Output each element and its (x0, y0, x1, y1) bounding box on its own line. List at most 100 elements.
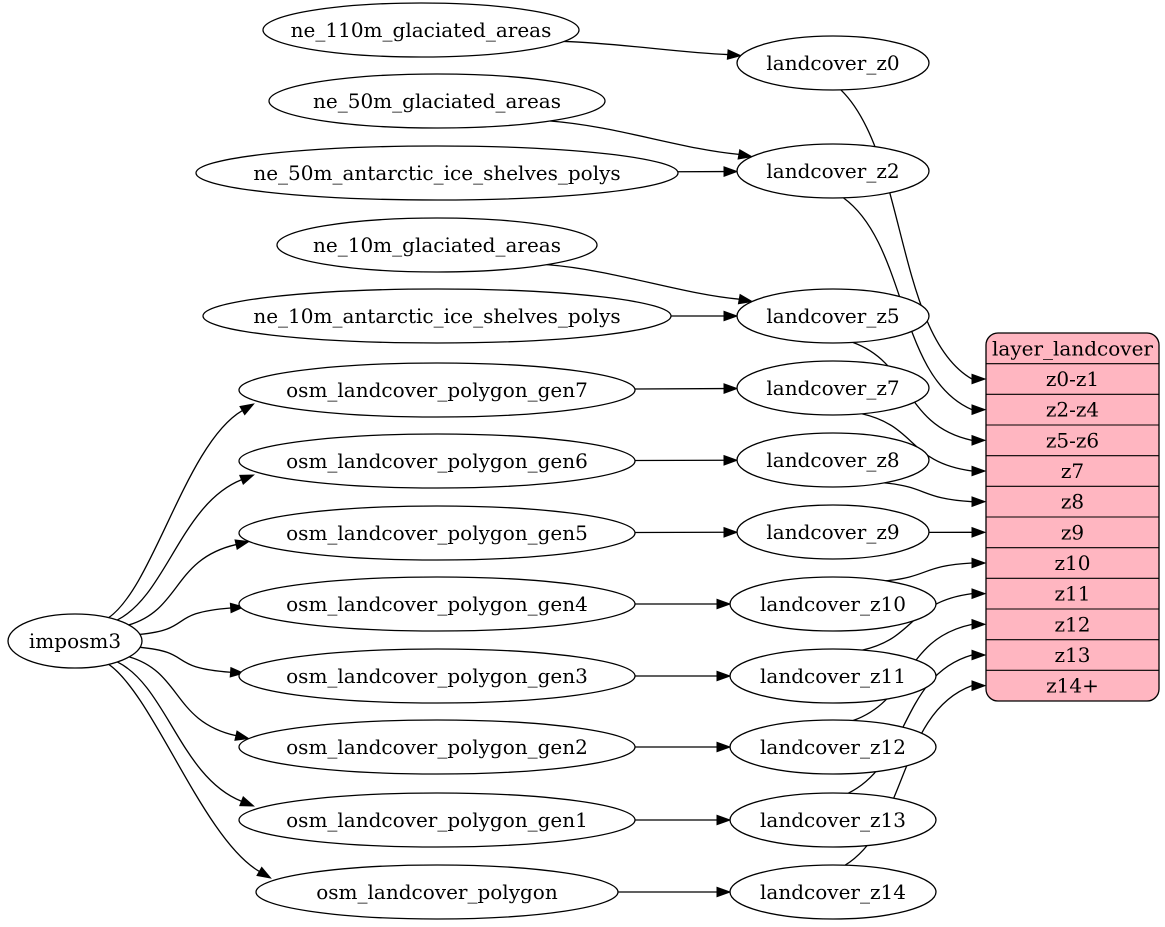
node-osm-landcover-polygon-gen1-label: osm_landcover_polygon_gen1 (286, 808, 588, 832)
edge-landcover-z13--layer-landcover-z13-arrowhead (972, 650, 985, 659)
node-landcover-z14: landcover_z14 (730, 865, 936, 919)
node-osm-landcover-polygon: osm_landcover_polygon (256, 865, 618, 919)
node-osm-landcover-polygon-gen6: osm_landcover_polygon_gen6 (239, 434, 635, 488)
edge-imposm3--osm-landcover-polygon-gen6 (117, 480, 241, 620)
edge-ne-10m-antarctic-ice-shelves-polys--landcover-z5-arrowhead (724, 311, 737, 320)
node-ne-110m-glaciated-areas-label: ne_110m_glaciated_areas (291, 18, 552, 42)
edge-osm-landcover-polygon-gen2--landcover-z12-arrowhead (717, 742, 730, 751)
edge-osm-landcover-polygon-gen6--landcover-z8-arrowhead (724, 456, 737, 465)
node-osm-landcover-polygon-gen5: osm_landcover_polygon_gen5 (239, 506, 635, 560)
node-ne-10m-antarctic-ice-shelves-polys: ne_10m_antarctic_ice_shelves_polys (203, 289, 671, 343)
edge-landcover-z5--layer-landcover-z5-z6-arrowhead (972, 436, 985, 445)
node-osm-landcover-polygon-label: osm_landcover_polygon (316, 880, 558, 904)
node-osm-landcover-polygon-gen6-label: osm_landcover_polygon_gen6 (286, 449, 588, 473)
edge-landcover-z12--layer-landcover-z12-arrowhead (972, 620, 985, 629)
edge-imposm3--osm-landcover-polygon-arrowhead (257, 867, 271, 878)
node-osm-landcover-polygon-gen4: osm_landcover_polygon_gen4 (239, 577, 635, 631)
edge-landcover-z2--layer-landcover-z2-z4-arrowhead (972, 405, 985, 414)
edge-osm-landcover-polygon-gen7--landcover-z7-arrowhead (724, 384, 737, 393)
table-row-label-z12: z12 (1055, 612, 1091, 636)
node-imposm3-label: imposm3 (29, 629, 121, 653)
node-landcover-z2-label: landcover_z2 (766, 159, 899, 183)
edge-landcover-z10--layer-landcover-z10 (886, 563, 972, 581)
edge-imposm3--osm-landcover-polygon-gen7-arrowhead (240, 404, 254, 415)
table-row-label-z7: z7 (1061, 459, 1084, 483)
table-row-label-z8: z8 (1061, 490, 1084, 514)
node-ne-110m-glaciated-areas: ne_110m_glaciated_areas (263, 3, 579, 57)
node-ne-10m-antarctic-ice-shelves-polys-label: ne_10m_antarctic_ice_shelves_polys (253, 304, 620, 328)
node-landcover-z14-label: landcover_z14 (760, 880, 906, 904)
node-ne-50m-glaciated-areas-label: ne_50m_glaciated_areas (313, 89, 561, 113)
node-landcover-z11-label: landcover_z11 (760, 664, 906, 688)
edge-imposm3--osm-landcover-polygon-gen6-arrowhead (240, 475, 254, 484)
node-osm-landcover-polygon-gen3-label: osm_landcover_polygon_gen3 (286, 664, 588, 688)
nodes-layer: imposm3 ne_110m_glaciated_areas ne_50m_gla… (8, 3, 936, 919)
node-landcover-z7-label: landcover_z7 (766, 376, 899, 400)
node-landcover-z0: landcover_z0 (737, 36, 929, 90)
node-landcover-z5: landcover_z5 (737, 289, 929, 343)
node-ne-10m-glaciated-areas: ne_10m_glaciated_areas (277, 218, 597, 272)
node-landcover-z10-label: landcover_z10 (760, 592, 906, 616)
table-row-label-z11: z11 (1055, 582, 1091, 606)
edge-ne-50m-antarctic-ice-shelves-polys--landcover-z2-arrowhead (724, 167, 737, 176)
edge-imposm3--osm-landcover-polygon-gen5-arrowhead (235, 540, 249, 549)
edge-imposm3--osm-landcover-polygon-gen2 (129, 657, 236, 736)
edge-landcover-z7--layer-landcover-z7-arrowhead (972, 466, 985, 475)
edge-imposm3--osm-landcover-polygon (109, 664, 260, 871)
node-osm-landcover-polygon-gen2-label: osm_landcover_polygon_gen2 (286, 735, 588, 759)
node-osm-landcover-polygon-gen2: osm_landcover_polygon_gen2 (239, 720, 635, 774)
node-osm-landcover-polygon-gen1: osm_landcover_polygon_gen1 (239, 793, 635, 847)
node-imposm3: imposm3 (8, 614, 142, 668)
edge-ne-110m-glaciated-areas--landcover-z0 (564, 41, 728, 54)
node-ne-50m-antarctic-ice-shelves-polys: ne_50m_antarctic_ice_shelves_polys (196, 146, 678, 200)
node-landcover-z12: landcover_z12 (730, 720, 936, 774)
table-row-label-z9: z9 (1061, 520, 1084, 544)
node-osm-landcover-polygon-gen7-label: osm_landcover_polygon_gen7 (286, 378, 588, 402)
node-osm-landcover-polygon-gen4-label: osm_landcover_polygon_gen4 (286, 592, 588, 616)
layer-landcover-record: layer_landcover z0-z1 z2-z4 z5-z6 z7 z8 z9 z10 z… (986, 333, 1159, 701)
node-landcover-z5-label: landcover_z5 (766, 304, 899, 328)
table-row-label-z10: z10 (1055, 551, 1091, 575)
node-landcover-z10: landcover_z10 (730, 577, 936, 631)
table-row-label-z14plus: z14+ (1046, 674, 1099, 698)
node-landcover-z0-label: landcover_z0 (766, 51, 899, 75)
node-landcover-z9-label: landcover_z9 (766, 520, 899, 544)
node-landcover-z9: landcover_z9 (737, 505, 929, 559)
node-landcover-z7: landcover_z7 (737, 361, 929, 415)
edge-imposm3--osm-landcover-polygon-gen1-arrowhead (240, 797, 254, 806)
edge-osm-landcover-polygon-gen3--landcover-z11-arrowhead (717, 671, 730, 680)
node-ne-50m-antarctic-ice-shelves-polys-label: ne_50m_antarctic_ice_shelves_polys (253, 161, 620, 185)
node-osm-landcover-polygon-gen3: osm_landcover_polygon_gen3 (239, 649, 635, 703)
edge-ne-50m-glaciated-areas--landcover-z2 (550, 121, 739, 154)
edge-landcover-z8--layer-landcover-z8-arrowhead (972, 497, 985, 506)
node-landcover-z12-label: landcover_z12 (760, 735, 906, 759)
edge-osm-landcover-polygon-gen1--landcover-z13-arrowhead (717, 815, 730, 824)
edge-landcover-z9--layer-landcover-z9-arrowhead (972, 528, 985, 537)
table-row-label-z2-z4: z2-z4 (1046, 398, 1099, 422)
edge-landcover-z10--layer-landcover-z10-arrowhead (972, 558, 985, 567)
node-landcover-z8: landcover_z8 (737, 433, 929, 487)
edge-osm-landcover-polygon--landcover-z14-arrowhead (717, 887, 730, 896)
edge-osm-landcover-polygon-gen4--landcover-z10-arrowhead (717, 599, 730, 608)
table-row-label-z5-z6: z5-z6 (1046, 428, 1099, 452)
node-landcover-z13-label: landcover_z13 (760, 808, 906, 832)
node-osm-landcover-polygon-gen7: osm_landcover_polygon_gen7 (239, 363, 635, 417)
edge-landcover-z14--layer-landcover-z14plus-arrowhead (972, 681, 985, 690)
node-ne-50m-glaciated-areas: ne_50m_glaciated_areas (269, 74, 605, 128)
edge-imposm3--osm-landcover-polygon-gen7 (109, 411, 243, 618)
edge-landcover-z11--layer-landcover-z11-arrowhead (972, 589, 985, 598)
edge-imposm3--osm-landcover-polygon-gen5 (129, 545, 236, 625)
node-landcover-z11: landcover_z11 (730, 649, 936, 703)
edge-osm-landcover-polygon-gen5--landcover-z9-arrowhead (724, 528, 737, 537)
node-landcover-z2: landcover_z2 (737, 144, 929, 198)
edge-landcover-z0--layer-landcover-z0-z1-arrowhead (972, 374, 985, 383)
node-landcover-z8-label: landcover_z8 (766, 448, 899, 472)
table-row-label-z13: z13 (1055, 643, 1091, 667)
edge-landcover-z8--layer-landcover-z8 (884, 483, 972, 502)
layer-landcover-title: layer_landcover (992, 336, 1153, 360)
table-row-label-z0-z1: z0-z1 (1046, 367, 1099, 391)
node-ne-10m-glaciated-areas-label: ne_10m_glaciated_areas (313, 233, 561, 257)
node-landcover-z13: landcover_z13 (730, 793, 936, 847)
